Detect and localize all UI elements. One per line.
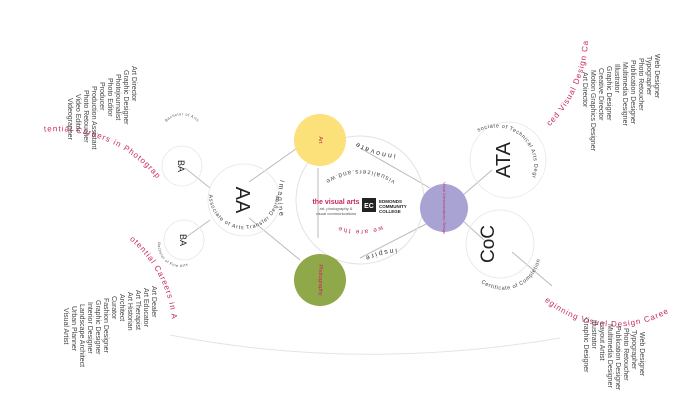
list-item: Architect	[118, 294, 125, 321]
ring-top-text: we are the	[336, 224, 385, 235]
art-label: Art	[317, 136, 323, 144]
list-item: Typographer	[645, 56, 652, 96]
list-item: Fashion Designer	[102, 298, 109, 354]
list-item: Motion Graphics Designer	[589, 70, 596, 152]
list-item: Multimedia Designer	[606, 324, 613, 388]
graphic-circle[interactable]	[420, 184, 468, 232]
list-item: Illustrator	[590, 320, 597, 349]
list-item: Art Dealer	[150, 286, 157, 318]
photography-careers-title: Potential Careers in Photography	[0, 0, 163, 181]
ba-bottom-arc-text: Bachelor of Fine Arts	[157, 242, 189, 268]
list-item: Multimedia Designer	[621, 62, 628, 126]
connector-lines	[184, 145, 553, 287]
college-name-2: COMMUNITY	[379, 204, 407, 209]
coc-label: CoC	[478, 225, 499, 263]
list-item: Web Designer	[638, 332, 645, 377]
list-item: Photo Retoucher	[82, 90, 89, 143]
list-item: Illustrator	[613, 64, 620, 93]
list-item: Urban Planner	[70, 306, 77, 352]
visual-arts-logo: the visual arts art, photography & visua…	[312, 199, 359, 216]
degree-coc: CoC Certificate of Completion	[465, 209, 541, 292]
list-item: Art Therapist	[134, 290, 141, 330]
list-item: Photo Retoucher	[622, 328, 629, 381]
college-logo: EC EDMONDS COMMUNITY COLLEGE	[362, 198, 407, 214]
aa-label: AA	[231, 187, 253, 214]
art-careers-list: Art Dealer Art Educator Art Therapist Ar…	[62, 286, 157, 367]
ata-arc-text: Associate of Technical Arts Degree	[0, 0, 538, 179]
word-inspire: inspire	[363, 247, 398, 262]
discipline-art[interactable]: Art	[294, 114, 346, 166]
list-item: Landscape Architect	[78, 304, 85, 367]
advanced-careers-list: Art Director Motion Graphics Designer Cr…	[581, 54, 660, 152]
list-item: Producer	[98, 82, 105, 111]
discipline-photography[interactable]: Photography	[294, 254, 346, 306]
list-item: Art Historian	[126, 292, 133, 331]
list-item: Photo Retoucher	[637, 58, 644, 111]
photography-careers-list: Art Director Graphic Designer Photojourn…	[66, 66, 137, 149]
list-item: Graphic Designer	[122, 70, 129, 125]
ata-label: ATA	[493, 141, 515, 178]
discipline-graphic-design[interactable]: Visual Communications / Design	[420, 182, 468, 234]
college-name-3: COLLEGE	[379, 209, 401, 214]
list-item: Art Educator	[142, 288, 149, 328]
ba-top-arc-text: Bachelor of Arts	[164, 112, 200, 122]
logo-title: the visual arts	[312, 199, 359, 206]
ba-top-label: BA	[176, 160, 186, 172]
list-item: Visual Artist	[62, 308, 69, 344]
list-item: Curator	[110, 296, 117, 320]
ba-bottom-label: BA	[178, 234, 188, 246]
list-item: Interior Designer	[86, 302, 93, 354]
list-item: Art Director	[581, 72, 588, 108]
list-item: Videographer	[66, 98, 73, 141]
college-mark: EC	[364, 203, 374, 210]
list-item: Graphic Designer	[605, 66, 612, 121]
degree-ba-top: BA Bachelor of Arts	[161, 112, 203, 187]
beginning-careers-list: Graphic Designer Illustrator Layout Arti…	[582, 318, 645, 391]
center-hub: we are the visualizers.and.we innovate i…	[276, 135, 425, 265]
degree-aa: AA Associate of Arts Transfer Degree	[207, 163, 281, 237]
list-item: Graphic Designer	[582, 318, 589, 373]
degree-ba-bottom: BA Bachelor of Fine Arts	[157, 219, 205, 268]
logo-sub2: visual communications	[316, 211, 356, 216]
list-item: Layout Artist	[598, 322, 605, 361]
list-item: Photojournalist	[114, 74, 121, 120]
list-item: Typographer	[630, 330, 637, 370]
list-item: Graphic Designer	[94, 300, 101, 355]
ring-bottom-text: visualizers.and.we	[324, 168, 397, 185]
list-item: Production Assistant	[90, 86, 97, 149]
college-name-1: EDMONDS	[379, 199, 402, 204]
college-mark-box	[362, 198, 376, 212]
word-imagine: imagine	[276, 179, 285, 218]
logo-sub1: art, photography &	[320, 206, 353, 211]
photography-label: Photography	[317, 264, 323, 295]
list-item: Publication Designer	[614, 326, 621, 391]
list-item: Art Director	[130, 66, 137, 102]
list-item: Web Designer	[653, 54, 660, 99]
list-item: Publication Designer	[629, 60, 636, 125]
graphic-label: Visual Communications / Design	[442, 182, 446, 234]
list-item: Photo Editor	[106, 78, 113, 117]
art-careers-title: Potential Careers in Art	[0, 0, 179, 320]
photography-circle[interactable]	[294, 254, 346, 306]
list-item: Video Editor	[74, 94, 81, 133]
list-item: Creative Director	[597, 68, 604, 121]
outer-orbit	[169, 334, 561, 355]
art-circle[interactable]	[294, 114, 346, 166]
